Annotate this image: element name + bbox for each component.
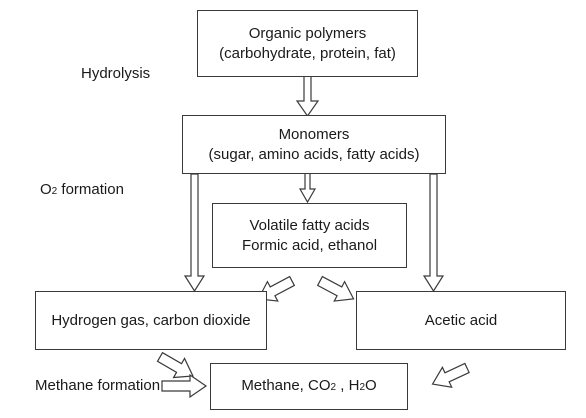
arrow-monomers-to-acetic (422, 173, 445, 293)
products-h: , H (336, 376, 360, 394)
products-co2-subscript: 2 (330, 381, 337, 393)
box-hydrogen-carbon-dioxide: Hydrogen gas, carbon dioxide (35, 291, 267, 350)
box-acetic-acid: Acetic acid (356, 291, 566, 350)
products-formula: Methane, CO2 , H2O (241, 376, 376, 398)
products-o: O (365, 376, 377, 394)
arrow-hydrogen-to-products (156, 351, 194, 379)
organic-polymers-title: Organic polymers (248, 24, 367, 42)
stage-label-hydrolysis: Hydrolysis (81, 65, 151, 82)
box-organic-polymers: Organic polymers (carbohydrate, protein,… (197, 10, 418, 77)
arrow-polymers-to-monomers (295, 75, 320, 118)
vfa-title: Volatile fatty acids (249, 216, 370, 234)
arrow-vfa-to-hydrogen (257, 275, 296, 302)
arrow-acetic-to-products (431, 362, 470, 389)
o2-formation-o: O (40, 181, 52, 198)
stage-label-o2-formation: O2 formation (40, 181, 124, 201)
arrow-monomers-to-hydrogen (183, 173, 206, 293)
organic-polymers-detail: (carbohydrate, protein, fat) (219, 44, 396, 62)
arrow-vfa-to-acetic (316, 275, 355, 302)
hydrogen-co2-title: Hydrogen gas, carbon dioxide (51, 311, 251, 329)
products-h2-subscript: 2 (359, 381, 365, 393)
products-methane-co: Methane, CO (241, 376, 331, 394)
vfa-detail: Formic acid, ethanol (241, 236, 378, 254)
monomers-detail: (sugar, amino acids, fatty acids) (208, 145, 420, 163)
o2-formation-subscript: 2 (51, 186, 58, 197)
o2-formation-rest: formation (57, 181, 124, 198)
arrow-methane-formation-to-products (161, 373, 208, 399)
monomers-title: Monomers (278, 125, 350, 143)
box-volatile-fatty-acids: Volatile fatty acids Formic acid, ethano… (212, 203, 407, 268)
box-methane-products: Methane, CO2 , H2O (210, 363, 408, 410)
box-monomers: Monomers (sugar, amino acids, fatty acid… (182, 115, 446, 174)
arrow-monomers-to-vfa (298, 172, 317, 204)
stage-label-methane-formation: Methane formation (35, 377, 161, 394)
acetic-acid-title: Acetic acid (424, 311, 498, 329)
